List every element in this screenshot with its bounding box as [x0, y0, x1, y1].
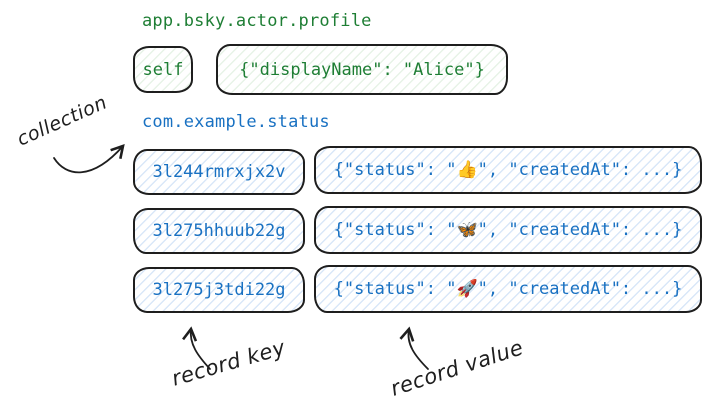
record-value: {"status": "👍", "createdAt": ...}: [333, 160, 683, 180]
record-value-box: {"status": "👍", "createdAt": ...}: [314, 146, 702, 194]
profile-record-value-box: {"displayName": "Alice"}: [216, 44, 508, 95]
profile-collection-label: app.bsky.actor.profile: [142, 11, 372, 31]
record-key: 3l275j3tdi22g: [152, 280, 286, 300]
record-value: {"status": "🦋", "createdAt": ...}: [333, 220, 683, 240]
record-key-box: 3l244rmrxjx2v: [133, 149, 305, 195]
record-value-arrow-icon: [399, 326, 429, 370]
status-collection-label: com.example.status: [142, 112, 330, 132]
record-value: {"status": "🚀", "createdAt": ...}: [333, 279, 683, 299]
record-value-box: {"status": "🦋", "createdAt": ...}: [314, 206, 702, 254]
annotation-record-key: record key: [168, 335, 289, 391]
profile-record-key-box: self: [133, 46, 193, 93]
annotation-collection: collection: [13, 91, 111, 151]
collection-arrow-icon: [53, 144, 125, 174]
record-key-box: 3l275hhuub22g: [133, 208, 305, 254]
profile-record-key: self: [142, 59, 184, 80]
record-value-box: {"status": "🚀", "createdAt": ...}: [314, 265, 702, 313]
record-key: 3l275hhuub22g: [152, 221, 286, 241]
annotation-record-value: record value: [387, 335, 527, 401]
record-key: 3l244rmrxjx2v: [152, 162, 286, 182]
record-key-box: 3l275j3tdi22g: [133, 267, 305, 313]
profile-record-value: {"displayName": "Alice"}: [239, 59, 485, 80]
